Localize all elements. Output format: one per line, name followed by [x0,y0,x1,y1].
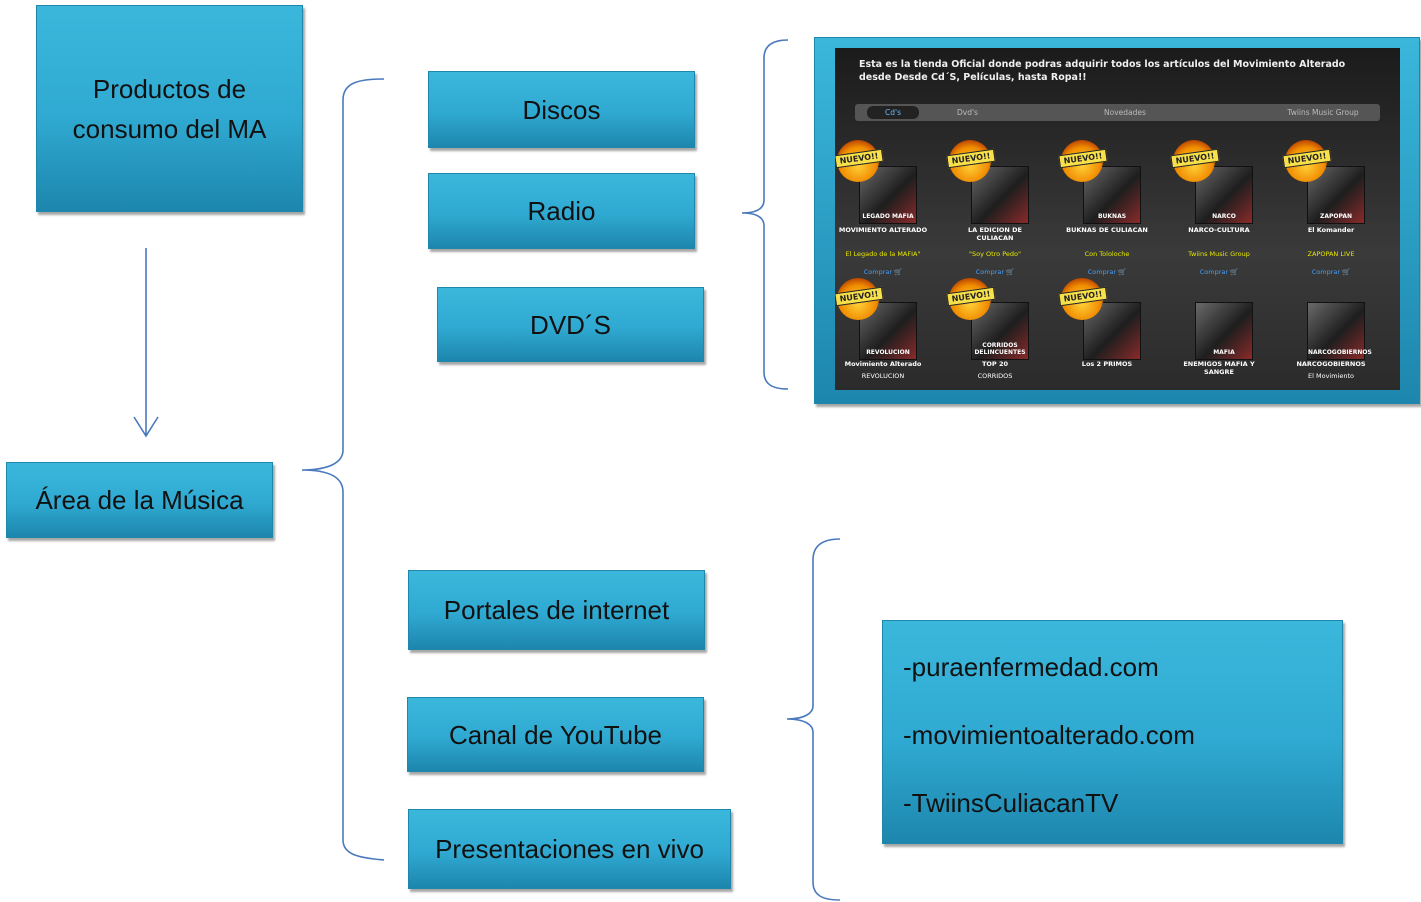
product-item[interactable]: LEGADO MAFIA NUEVO!! MOVIMIENTO ALTERADO El… [835,136,929,276]
product-item[interactable]: CORRIDOS DELINCUENTES NUEVO!! TOP 20 CORRID… [946,278,1041,390]
product-item[interactable]: NUEVO!! LA EDICION DE CULIACAN "Soy Otro P… [946,136,1041,276]
store-screenshot: Esta es la tienda Oficial donde podras a… [814,37,1420,404]
album-cover-title: NARCOGOBIERNOS [1308,349,1372,356]
store-screen: Esta es la tienda Oficial donde podras a… [835,48,1400,390]
discos-box: Discos [428,71,695,148]
nuevo-badge-icon: NUEVO!! [1058,278,1108,320]
productos-label: Productos de consumo del MA [72,73,267,144]
nuevo-badge-icon: NUEVO!! [946,140,996,182]
store-tabs: Cd's Dvd's Novedades Twiins Music Group [855,104,1380,121]
youtube-label: Canal de YouTube [448,719,662,750]
product-name: El Komander [1307,226,1355,234]
album-cover-title: MAFIA [1213,349,1235,356]
link-puraenfermedad: -puraenfermedad.com [903,652,1159,682]
product-subtitle: Con Tololoche [1084,250,1130,258]
product-item[interactable]: NARCO NUEVO!! NARCO-CULTURA Twiins Music Gr… [1170,136,1265,276]
nuevo-badge-label: NUEVO!! [1058,148,1108,169]
buy-link[interactable]: Comprar 🛒 [863,268,903,276]
area-musica-label: Área de la Música [35,485,244,515]
store-intro: Esta es la tienda Oficial donde podras a… [859,59,1346,83]
youtube-box: Canal de YouTube [407,697,704,772]
presentaciones-box: Presentaciones en vivo [408,809,731,889]
product-item[interactable]: MAFIA ENEMIGOS MAFIA Y SANGRE [1173,288,1265,390]
album-cover-title: REVOLUCION [866,349,910,356]
link-movimientoalterado: -movimientoalterado.com [903,720,1195,750]
cart-icon[interactable]: 🛒 [894,268,903,276]
product-name: NARCO-CULTURA [1188,226,1250,234]
tab-novedades[interactable]: Novedades [1104,108,1146,117]
store-brace [741,39,789,390]
album-cover[interactable]: NARCOGOBIERNOS [1307,302,1372,360]
cart-icon[interactable]: 🛒 [1006,268,1015,276]
product-subtitle: REVOLUCION [861,372,905,380]
links-box: -puraenfermedad.com -movimientoalterado.… [882,620,1343,844]
nuevo-badge-icon: NUEVO!! [946,278,996,320]
nuevo-badge-label: NUEVO!! [1282,148,1332,169]
product-name: ENEMIGOS MAFIA Y SANGRE [1183,360,1255,376]
tab-dvds[interactable]: Dvd's [957,108,978,117]
album-cover-title: ZAPOPAN [1319,213,1352,220]
productos-box: Productos de consumo del MA [36,5,303,212]
nuevo-badge-icon: NUEVO!! [1058,140,1108,182]
product-name: MOVIMIENTO ALTERADO [838,226,928,234]
radio-box: Radio [428,173,695,249]
discos-label: Discos [522,94,601,125]
album-cover-title: NARCO [1212,213,1236,220]
presentaciones-label: Presentaciones en vivo [435,834,704,864]
link-twiinsculiacantv: -TwiinsCuliacanTV [903,788,1119,818]
product-subtitle: El Legado de la MAFIA" [845,250,921,258]
nuevo-badge-icon: NUEVO!! [1282,140,1332,182]
dvds-box: DVD´S [437,287,704,362]
product-item[interactable]: NUEVO!! Los 2 PRIMOS [1058,278,1153,390]
product-name: Los 2 PRIMOS [1081,360,1133,368]
dvds-label: DVD´S [530,309,611,340]
buy-link[interactable]: Comprar 🛒 [1199,268,1239,276]
area-musica-box: Área de la Música [6,462,273,538]
nuevo-badge-label: NUEVO!! [1170,148,1220,169]
album-cover-title: CORRIDOS DELINCUENTES [974,342,1026,356]
buy-link[interactable]: Comprar 🛒 [1087,268,1127,276]
product-item[interactable]: BUKNAS NUEVO!! BUKNAS DE CULIACAN Con Tolol… [1058,136,1153,276]
tab-twiins[interactable]: Twiins Music Group [1287,108,1359,117]
portales-label: Portales de internet [443,595,670,625]
product-name: TOP 20 [981,360,1009,368]
nuevo-badge-label: NUEVO!! [835,148,884,169]
nuevo-badge-icon: NUEVO!! [1170,140,1220,182]
tab-cds[interactable]: Cd's [867,106,919,119]
cart-icon[interactable]: 🛒 [1118,268,1127,276]
product-subtitle: El Movimiento [1308,372,1354,380]
product-subtitle: "Soy Otro Pedo" [968,250,1022,258]
main-brace [301,78,385,861]
product-name: NARCOGOBIERNOS [1296,360,1366,368]
product-item[interactable]: NARCOGOBIERNOS NARCOGOBIERNOS El Movimient… [1285,288,1377,390]
nuevo-badge-label: NUEVO!! [835,286,884,307]
album-cover[interactable]: MAFIA [1195,302,1253,360]
product-name: Movimiento Alterado [844,360,922,368]
album-cover[interactable] [971,166,1029,224]
cart-icon[interactable]: 🛒 [1230,268,1239,276]
album-cover[interactable]: REVOLUCION [859,302,917,360]
nuevo-badge-icon: NUEVO!! [835,278,884,320]
product-subtitle: CORRIDOS [977,372,1013,380]
buy-link[interactable]: Comprar 🛒 [1311,268,1351,276]
album-cover-title: LEGADO MAFIA [862,213,914,220]
product-subtitle: Twiins Music Group [1188,250,1250,258]
album-cover-title: BUKNAS [1097,213,1127,220]
nuevo-badge-label: NUEVO!! [946,148,996,169]
down-arrow [133,248,159,438]
nuevo-badge-label: NUEVO!! [1058,286,1108,307]
buy-link[interactable]: Comprar 🛒 [975,268,1015,276]
radio-label: Radio [527,196,596,226]
portales-box: Portales de internet [408,570,705,650]
links-brace [786,538,841,901]
nuevo-badge-label: NUEVO!! [946,286,996,307]
cart-icon[interactable]: 🛒 [1342,268,1351,276]
product-subtitle: ZAPOPAN LIVE [1307,250,1355,258]
nuevo-badge-icon: NUEVO!! [835,140,884,182]
product-name: BUKNAS DE CULIACAN [1066,226,1148,234]
product-name: LA EDICION DE CULIACAN [968,226,1022,242]
